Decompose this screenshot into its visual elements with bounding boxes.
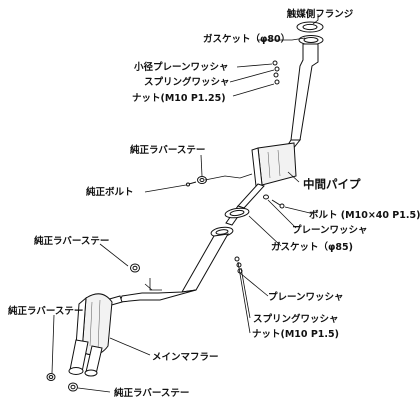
label-spring-washer-low: スプリングワッシャ <box>253 313 339 325</box>
main-pipe <box>105 233 229 307</box>
label-rubber-stay-bottom: 純正ラバーステー <box>114 387 189 399</box>
label-genuine-bolt: 純正ボルト <box>86 186 134 198</box>
rubber-stay-top <box>197 176 207 184</box>
plain-washer-mid <box>263 194 269 200</box>
label-rubber-stay-bottom-left: 純正ラバーステー <box>8 305 83 317</box>
rubber-stay-left <box>130 263 140 273</box>
label-rubber-stay-left: 純正ラバーステー <box>34 235 109 247</box>
label-plain-washer-low: プレーンワッシャ <box>268 291 344 303</box>
label-nut-top: ナット(M10 P1.25) <box>132 93 226 104</box>
catalyst-flange <box>296 21 324 45</box>
exhaust-assembly-drawing <box>68 21 324 377</box>
label-small-washer: 小径プレーンワッシャ <box>133 61 229 73</box>
label-mid-pipe: 中間パイプ <box>303 177 361 191</box>
label-gasket-80: ガスケット（φ80） <box>203 33 290 45</box>
tail-pipes <box>68 339 103 377</box>
label-gasket-85: ガスケット（φ85) <box>271 241 353 253</box>
label-flange: 触媒側フランジ <box>286 8 354 20</box>
mid-pipe-lower <box>225 183 265 226</box>
front-pipe <box>260 43 319 161</box>
leader-lines <box>51 14 319 393</box>
bolt-m10 <box>271 199 285 209</box>
label-rubber-stay-top: 純正ラバーステー <box>130 144 205 156</box>
top-washer-stack <box>272 60 280 85</box>
hanger-brackets <box>144 278 162 291</box>
middle-muffler <box>251 142 297 187</box>
main-muffler-body <box>75 293 113 356</box>
rubber-stay-bottom-left <box>46 373 56 381</box>
part-labels: 触媒側フランジ ガスケット（φ80） 小径プレーンワッシャ スプリングワッシャ … <box>8 8 420 399</box>
genuine-bolt <box>186 181 197 187</box>
label-spring-washer-top: スプリングワッシャ <box>144 76 230 88</box>
label-bolt-m10: ボルト (M10×40 P1.5) <box>309 209 420 221</box>
label-nut-low: ナット(M10 P1.5) <box>252 329 339 340</box>
label-main-muffler: メインマフラー <box>152 352 219 363</box>
label-plain-washer-mid: プレーンワッシャ <box>292 224 368 236</box>
rubber-stay-bottom <box>68 382 78 392</box>
